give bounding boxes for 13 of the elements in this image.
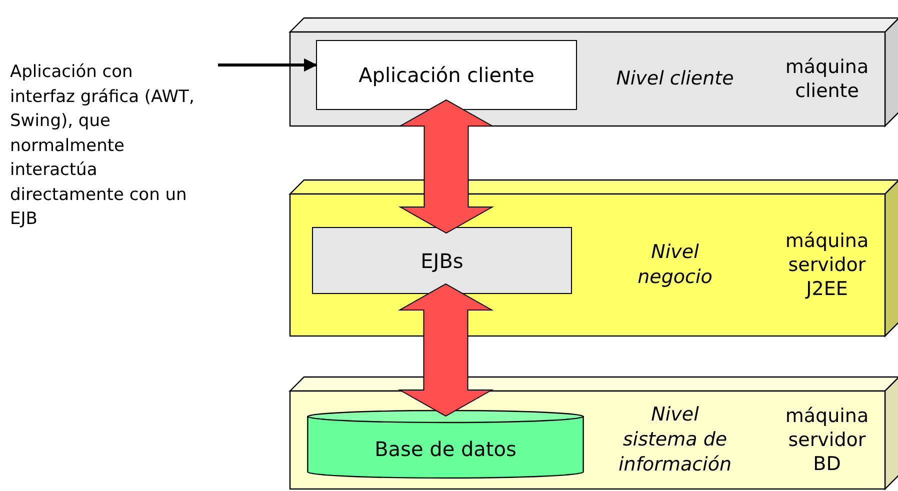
tier-label: Nivel sistema de información (618, 402, 732, 478)
arrow (218, 58, 318, 72)
machine-label: máquina servidor BD (784, 404, 870, 476)
double-arrow (398, 283, 494, 417)
database-cylinder: Base de datos (307, 410, 584, 478)
machine-label: máquina servidor J2EE (784, 229, 870, 301)
component-box: Aplicación cliente (316, 40, 577, 110)
tier-label: Nivel cliente (615, 66, 735, 92)
machine-label: máquina cliente (784, 55, 870, 103)
annotation-text: Aplicación con interfaz gráfica (AWT, Swing), que normalmente interactúa directamente con un EJB (10, 60, 198, 260)
double-arrow (398, 99, 494, 234)
tier-label: Nivel negocio (636, 240, 714, 290)
component-box: EJBs (312, 227, 572, 294)
